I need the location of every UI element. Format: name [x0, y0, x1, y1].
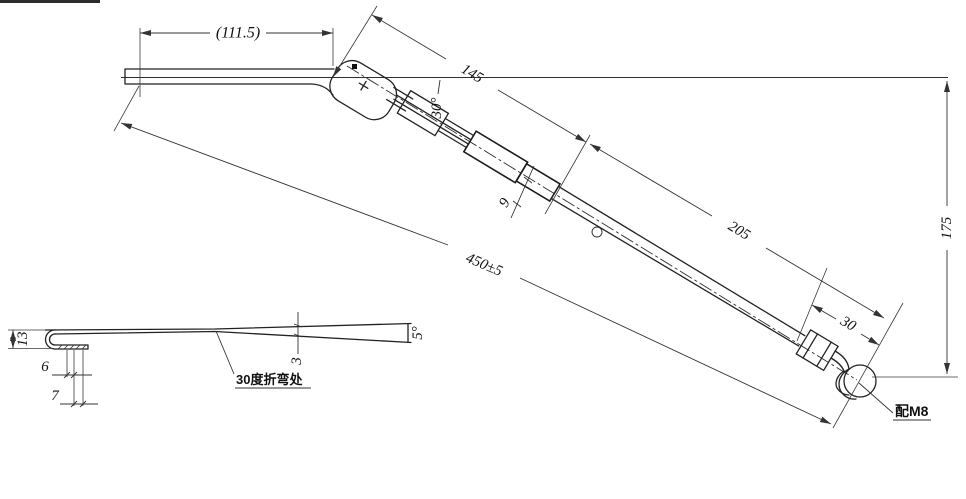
dim-text-tip-angle: 5°	[410, 326, 426, 340]
dimension-hook-gap-inner: 6	[41, 359, 92, 379]
sheet-border-fragment	[0, 0, 100, 3]
dim-text-hook-height: 13	[15, 332, 31, 347]
note-m8-fit: 配M8	[858, 382, 931, 421]
spring-link-lines	[386, 86, 472, 145]
dimension-head-angle: 30°	[429, 79, 445, 120]
dimension-strip-thickness: 3	[289, 312, 305, 366]
pivot-cross-mark	[358, 80, 369, 91]
tail-bar	[124, 68, 335, 96]
hook-inner-edge	[830, 357, 850, 396]
dim-text-strip-thickness: 3	[289, 357, 305, 366]
dim-text-hook-gap-inner: 6	[41, 359, 49, 375]
hook-outer-edge	[834, 350, 857, 400]
hook-projection-lines	[66, 350, 84, 406]
u-bend-inner	[48, 333, 56, 346]
pivot-point-dot	[352, 64, 357, 69]
pivot-head-cap	[329, 59, 398, 121]
long-rod	[550, 185, 806, 347]
side-view: 13 6 7 3 5° 30度折弯处	[8, 312, 426, 408]
dim-text-overall-length: 450±5	[463, 250, 505, 280]
dimension-hook-section: 30	[796, 267, 880, 346]
dim-text-hook-gap-outer: 7	[51, 388, 60, 404]
dim-text-head-angle: 30°	[429, 98, 445, 120]
hook-hatching	[57, 344, 87, 350]
dim-text-bar-width: 9	[496, 195, 514, 210]
arm-centerline	[346, 65, 858, 381]
note-text-m8-fit: 配M8	[895, 403, 929, 419]
arm-body	[329, 59, 839, 372]
arm-hole-marker	[591, 226, 603, 238]
dim-text-tail-length: (111.5)	[216, 25, 260, 42]
hinge-block	[396, 89, 450, 137]
profile-bottom-edge	[54, 330, 412, 344]
dim-text-head-section: 145	[458, 61, 486, 87]
sleeve-inner	[515, 162, 562, 203]
m8-eye-circle	[843, 364, 877, 398]
profile-top-edge	[44, 322, 412, 331]
dim-text-drop-height: 175	[939, 216, 955, 239]
note-text-bend-location: 30度折弯处	[236, 372, 303, 387]
dim-text-hook-section: 30	[837, 313, 859, 335]
note-bend-location: 30度折弯处	[215, 330, 311, 389]
dimension-drop-height: 175	[872, 81, 958, 378]
sleeve-outer	[462, 130, 529, 184]
end-clamp-ribs	[802, 333, 832, 367]
dimension-hook-gap-outer: 7	[51, 388, 98, 408]
dim-text-rod-section: 205	[725, 218, 753, 244]
dimension-tail-length: (111.5)	[139, 25, 334, 97]
neck	[437, 117, 475, 149]
dimension-hook-height: 13	[8, 329, 54, 349]
u-bend-outer	[44, 329, 56, 350]
hook-end	[830, 350, 877, 400]
dimension-chain-145-205: 145 205	[332, 5, 904, 429]
main-view: (111.5) 145 205 450±5 9	[113, 5, 958, 429]
